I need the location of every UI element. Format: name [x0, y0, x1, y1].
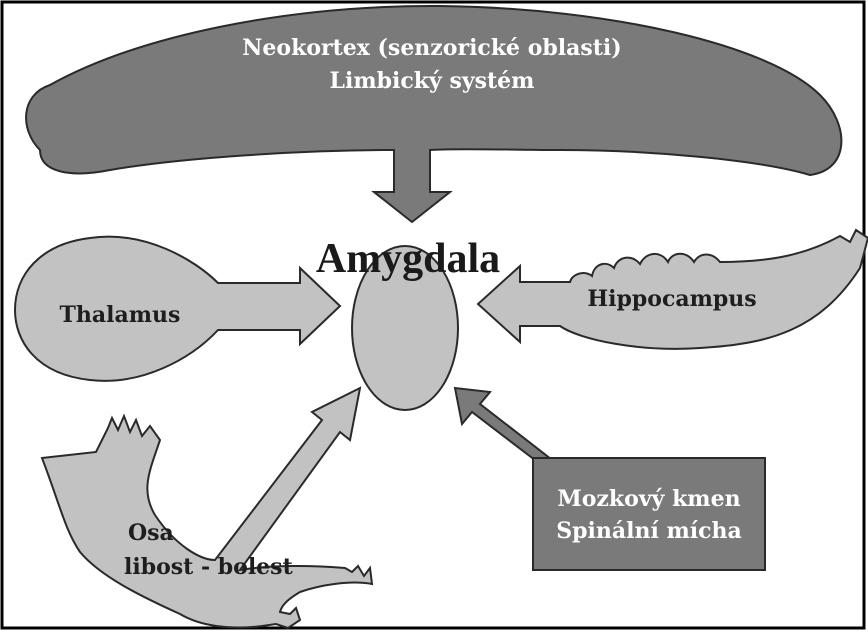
amygdala-title: Amygdala: [316, 236, 500, 282]
thalamus-label: Thalamus: [60, 302, 181, 328]
brainstem-box: [533, 458, 765, 570]
spinal-cord-label: Spinální mícha: [556, 518, 742, 544]
neocortex-label: Neokortex (senzorické oblasti): [242, 35, 621, 61]
brainstem-label: Mozkový kmen: [557, 486, 740, 512]
pleasure-pain-label: libost - bolest: [124, 554, 294, 580]
limbic-system-label: Limbický systém: [330, 68, 535, 94]
hippocampus-label: Hippocampus: [587, 286, 756, 312]
axis-label: Osa: [128, 520, 174, 546]
